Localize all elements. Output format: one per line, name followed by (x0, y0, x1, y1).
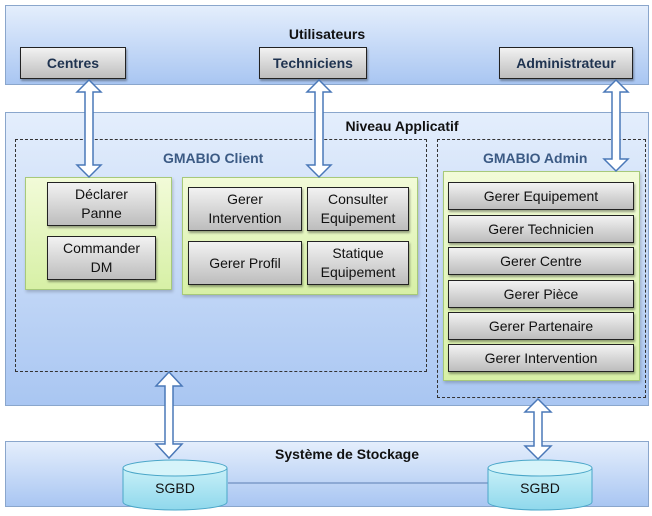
arrow-client-storage (154, 370, 184, 460)
statique-equipement-button[interactable]: Statique Equipement (307, 241, 409, 285)
actor-techniciens[interactable]: Techniciens (259, 47, 367, 79)
users-layer-title: Utilisateurs (288, 26, 366, 42)
gerer-intervention-button[interactable]: Gerer Intervention (188, 187, 302, 231)
storage-layer-title: Système de Stockage (275, 446, 419, 462)
consulter-equipement-button[interactable]: Consulter Equipement (307, 187, 409, 231)
gerer-equipement-button[interactable]: Gerer Equipement (448, 182, 634, 210)
database-left[interactable]: SGBD (122, 459, 228, 511)
gerer-technicien-button[interactable]: Gerer Technicien (448, 215, 634, 243)
actor-centres[interactable]: Centres (20, 47, 126, 79)
database-cylinder-icon (487, 459, 593, 511)
database-right[interactable]: SGBD (487, 459, 593, 511)
gerer-partenaire-button[interactable]: Gerer Partenaire (448, 312, 634, 340)
arrow-admin-storage (523, 397, 553, 461)
application-layer-title: Niveau Applicatif (345, 118, 459, 134)
database-label: SGBD (520, 480, 560, 496)
declarer-panne-button[interactable]: Déclarer Panne (47, 182, 156, 226)
database-cylinder-icon (122, 459, 228, 511)
admin-module-title: GMABIO Admin (483, 150, 588, 166)
gerer-intervention-admin-button[interactable]: Gerer Intervention (448, 344, 634, 372)
commander-dm-button[interactable]: Commander DM (47, 236, 156, 280)
client-module (15, 139, 427, 372)
gerer-profil-button[interactable]: Gerer Profil (188, 241, 302, 285)
arrow-centres-client (75, 78, 103, 179)
gerer-piece-button[interactable]: Gerer Pièce (448, 280, 634, 308)
gerer-centre-button[interactable]: Gerer Centre (448, 247, 634, 275)
actor-administrateur[interactable]: Administrateur (499, 47, 633, 79)
arrow-admin-adminmodule (602, 78, 630, 173)
client-module-title: GMABIO Client (163, 150, 264, 166)
arrow-techniciens-client (305, 78, 333, 179)
database-label: SGBD (155, 480, 195, 496)
admin-module (437, 139, 646, 398)
